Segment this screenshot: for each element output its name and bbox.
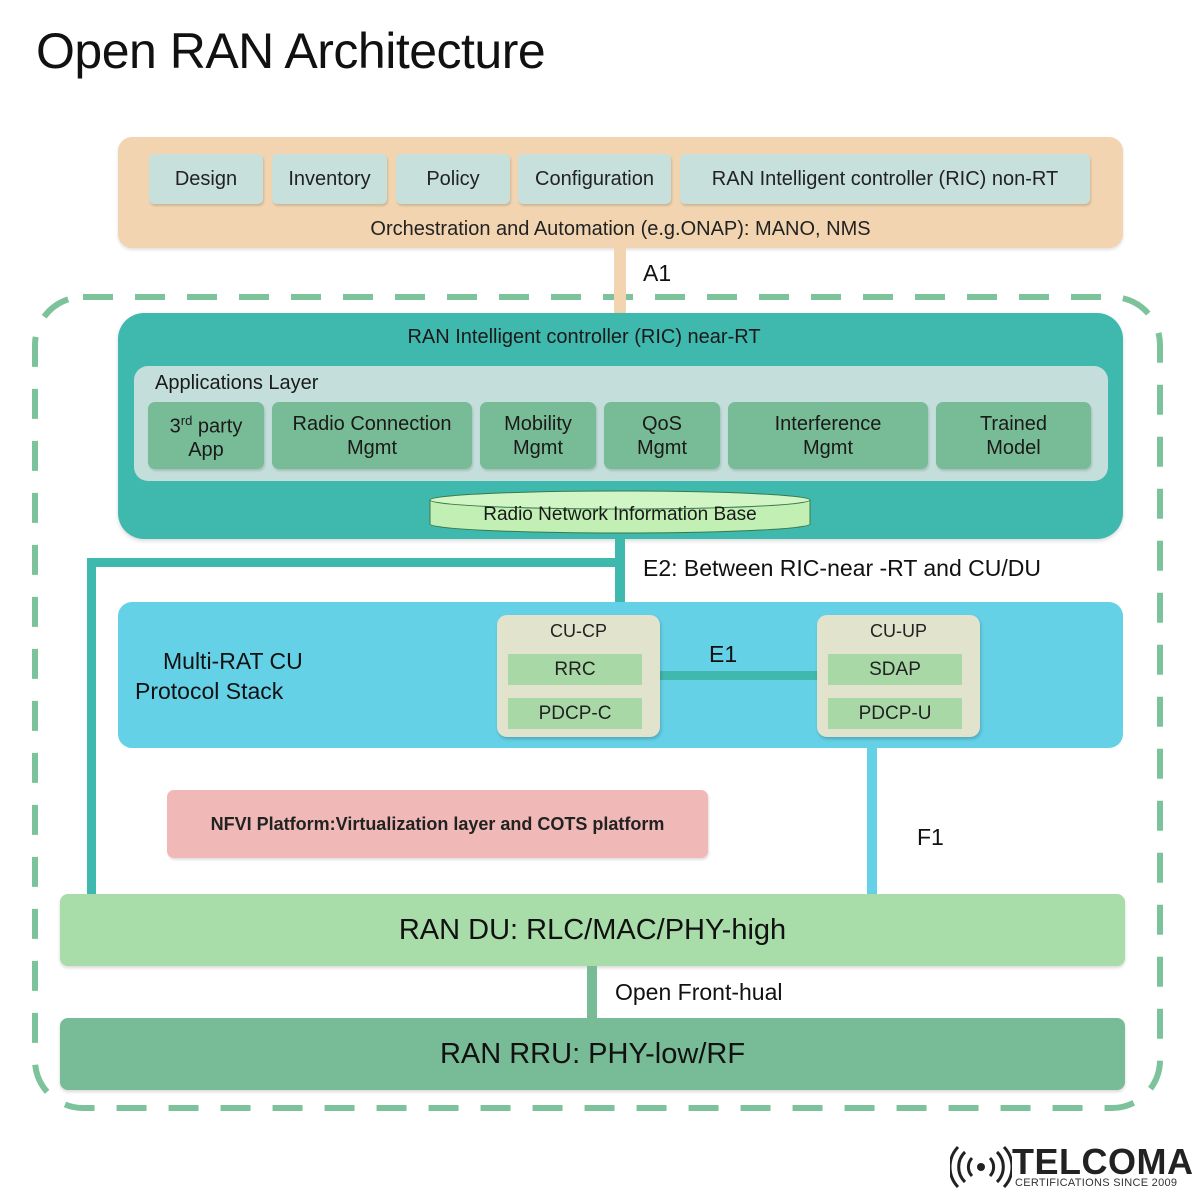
app-3rd-party: 3rd party App xyxy=(148,402,264,469)
ric-non-rt-box: RAN Intelligent controller (RIC) non-RT xyxy=(680,154,1090,204)
cu-stack-label: Multi-RAT CU Protocol Stack xyxy=(135,648,303,704)
configuration-box: Configuration xyxy=(518,154,671,204)
e1-label: E1 xyxy=(709,641,738,667)
policy-box: Policy xyxy=(396,154,510,204)
e2-label: E2: Between RIC-near -RT and CU/DU xyxy=(643,555,1041,581)
pdcp-c-box: PDCP-C xyxy=(508,698,642,729)
sdap-box: SDAP xyxy=(828,654,962,685)
ric-near-rt-label: RAN Intelligent controller (RIC) near-RT xyxy=(407,326,761,348)
nfvi-platform: NFVI Platform:Virtualization layer and C… xyxy=(167,790,708,858)
e2-connector-vertical xyxy=(615,539,625,603)
applications-layer-label: Applications Layer xyxy=(155,372,319,394)
e2-connector-horizontal xyxy=(87,558,625,567)
telcoma-signal-icon xyxy=(950,1145,1012,1189)
f1-label: F1 xyxy=(917,824,944,850)
e1-connector xyxy=(658,671,818,680)
telcoma-logo-text: TELCOMA xyxy=(1012,1141,1194,1182)
cu-up-title: CU-UP xyxy=(870,621,927,641)
rnib-cylinder xyxy=(429,490,811,534)
pdcp-u-box: PDCP-U xyxy=(828,698,962,729)
rrc-box: RRC xyxy=(508,654,642,685)
a1-label: A1 xyxy=(643,260,672,286)
ran-du: RAN DU: RLC/MAC/PHY-high xyxy=(60,894,1125,966)
fronthaul-connector xyxy=(587,966,597,1019)
inventory-box: Inventory xyxy=(272,154,387,204)
page-title: Open RAN Architecture xyxy=(36,23,546,79)
a1-connector xyxy=(614,248,626,314)
telcoma-tagline: CERTIFICATIONS SINCE 2009 xyxy=(1015,1177,1178,1189)
e2-connector-du xyxy=(87,558,96,895)
fronthaul-label: Open Front-hual xyxy=(615,979,783,1005)
cu-cp-title: CU-CP xyxy=(550,621,607,641)
design-box: Design xyxy=(149,154,263,204)
ran-rru: RAN RRU: PHY-low/RF xyxy=(60,1018,1125,1090)
orchestration-caption: Orchestration and Automation (e.g.ONAP):… xyxy=(370,218,871,240)
rnib-label: Radio Network Information Base xyxy=(483,504,757,525)
f1-connector xyxy=(867,748,877,895)
